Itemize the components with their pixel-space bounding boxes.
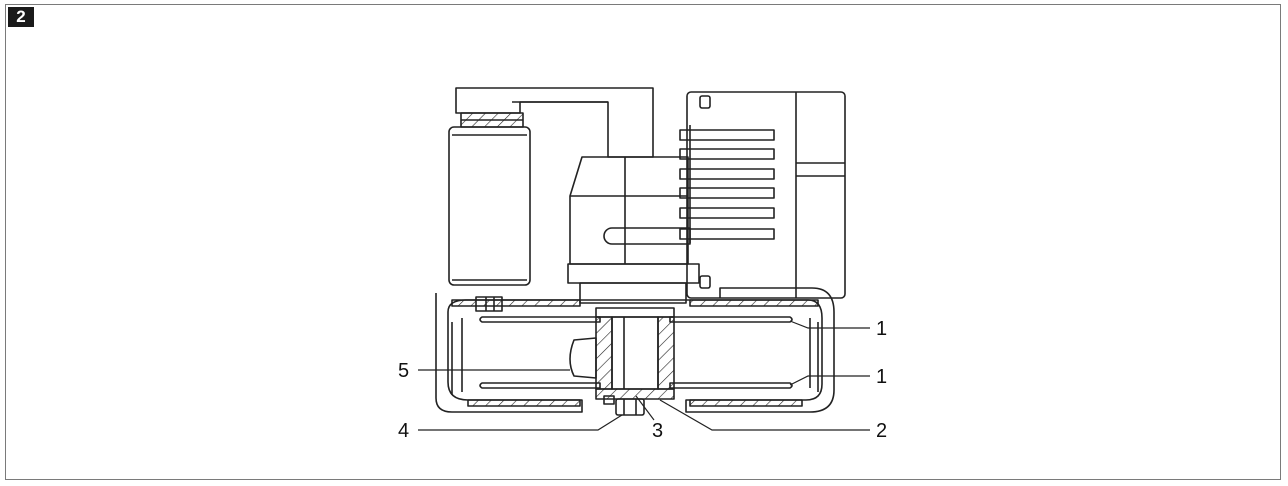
hub [595, 307, 675, 400]
callout-3: 3 [652, 420, 663, 442]
callout-2: 2 [876, 420, 887, 442]
top-bracket [455, 87, 654, 158]
figure-frame [5, 4, 1281, 480]
figure-number-badge: 2 [8, 7, 34, 27]
callout-4: 4 [398, 420, 409, 442]
leader-lines [418, 320, 870, 431]
callout-5: 5 [398, 360, 409, 382]
fan-blades [479, 316, 793, 389]
fan-housing [435, 287, 835, 413]
terminal-box [679, 91, 846, 299]
capacitor [448, 126, 531, 286]
shaft [611, 316, 659, 390]
callout-1-top: 1 [876, 318, 887, 340]
set-screw [569, 337, 597, 379]
callout-1-bottom: 1 [876, 366, 887, 388]
motor-body [567, 156, 700, 304]
